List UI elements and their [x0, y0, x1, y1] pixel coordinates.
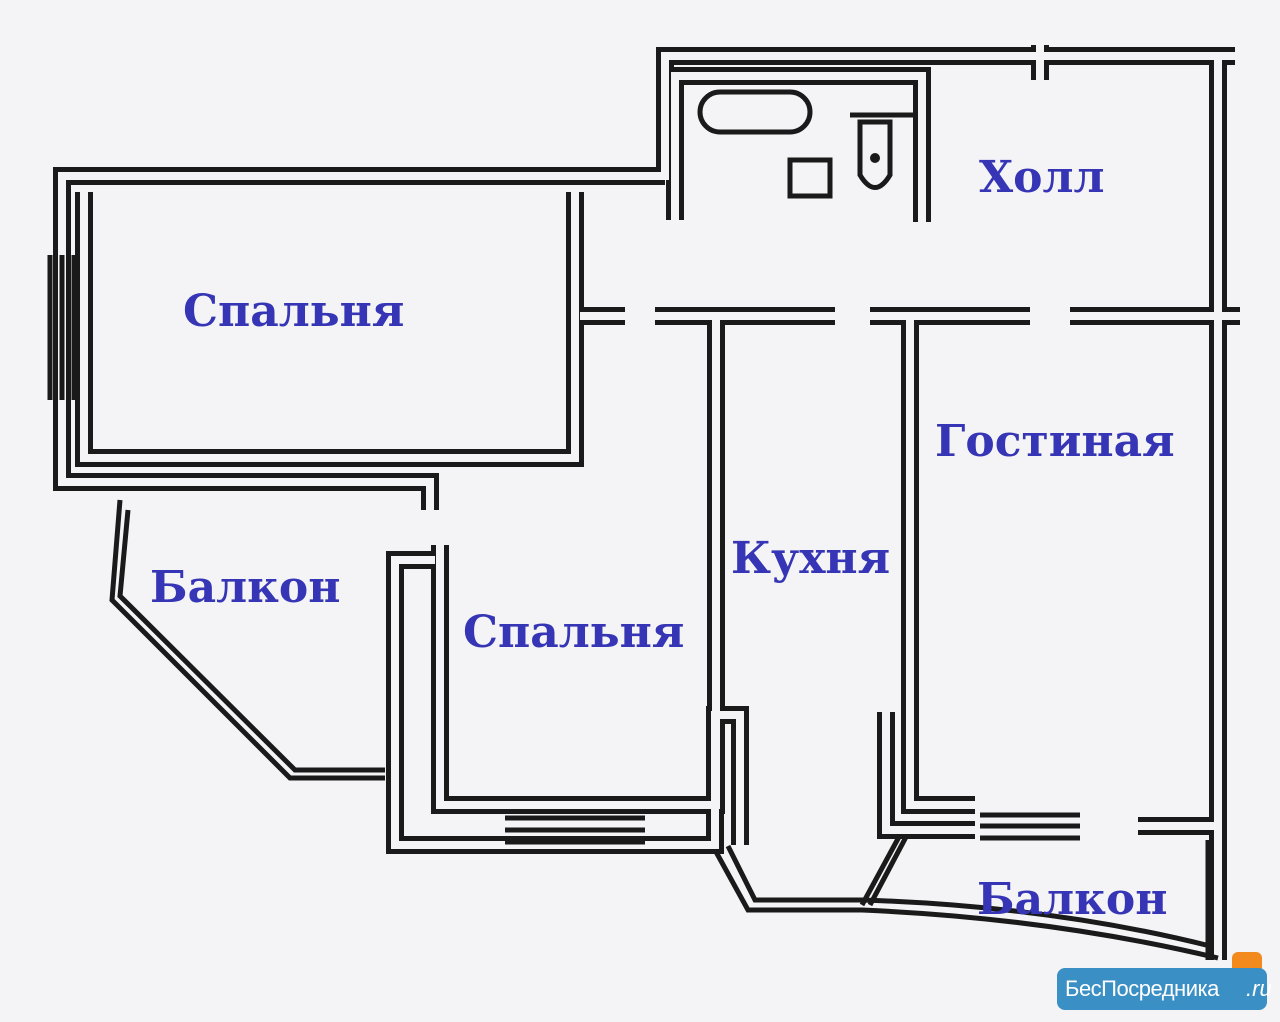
- room-label-bedroom-1: Спальня: [183, 286, 405, 337]
- room-label-living-room: Гостиная: [935, 416, 1175, 467]
- wall-bedroom1-outer-fill: [58, 172, 665, 510]
- watermark-logo: БесПосредника: [1057, 968, 1267, 1010]
- room-label-balcony-left: Балкон: [150, 562, 341, 613]
- sink-icon: [787, 157, 833, 199]
- window-living: [980, 812, 1080, 841]
- watermark-brand: БесПосредника: [1065, 976, 1219, 1001]
- wall-bath-box: [666, 67, 931, 222]
- toilet-drain-icon: [870, 153, 880, 163]
- wall-bath-outer-fill: [661, 52, 1235, 180]
- room-label-hall: Холл: [979, 152, 1105, 203]
- wall-kitchen-right: [901, 320, 975, 814]
- room-label-balcony-right: Балкон: [977, 874, 1168, 925]
- wall-bath-box-fill: [671, 72, 926, 222]
- wall-bedroom2-outer-fill: [391, 556, 744, 849]
- window-bedroom1: [47, 255, 77, 400]
- wall-kitchen-right-fill: [906, 320, 975, 809]
- wall-bedroom1-inner-fill: [80, 192, 579, 462]
- balcony-outlines: [47, 89, 1219, 961]
- toilet-icon: [857, 119, 893, 190]
- room-label-bedroom-2: Спальня: [463, 607, 685, 658]
- wall-living-loggia-fill: [882, 712, 975, 834]
- window-bedroom2: [505, 815, 645, 845]
- watermark-tld: .ru: [1246, 976, 1272, 1001]
- wall-kitchen-left-fill: [436, 320, 720, 809]
- bathtub-icon: [697, 89, 813, 135]
- room-label-kitchen: Кухня: [731, 533, 891, 584]
